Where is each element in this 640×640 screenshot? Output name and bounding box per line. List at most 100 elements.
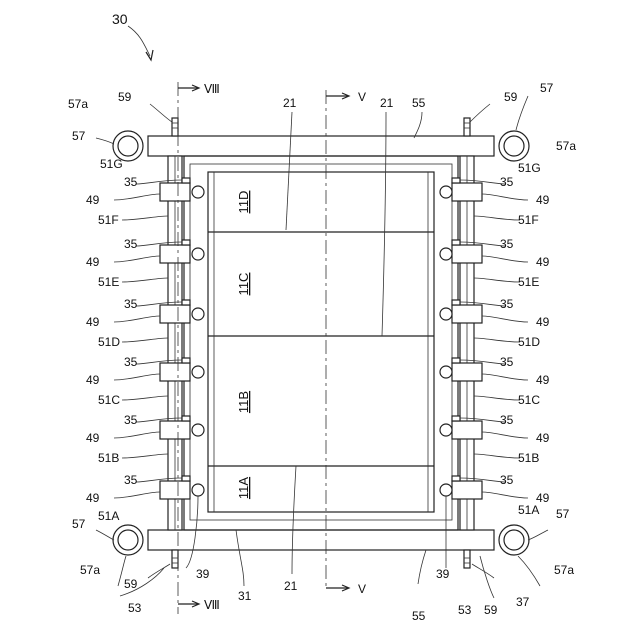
label-37: 37 bbox=[516, 595, 530, 609]
clamp-left-3 bbox=[160, 363, 190, 381]
leader-rod-right-4 bbox=[474, 454, 520, 458]
eye-bolt-bottom-left bbox=[113, 525, 143, 555]
label-59-bottom-right: 59 bbox=[484, 603, 498, 617]
leader-49-right-1 bbox=[482, 256, 528, 262]
label-rod-right-3: 51C bbox=[518, 393, 540, 407]
clamp-right-4 bbox=[452, 421, 482, 439]
stud-bottom-right bbox=[464, 550, 470, 568]
section-label-v-top: V bbox=[358, 90, 366, 104]
clamp-right-2 bbox=[452, 305, 482, 323]
leader-lines bbox=[96, 96, 548, 598]
label-35-right-1: 35 bbox=[500, 237, 514, 251]
label-51A-left: 51A bbox=[98, 509, 119, 523]
leader-49-left-3 bbox=[114, 374, 160, 380]
clamp-right-1 bbox=[452, 245, 482, 263]
label-35-right-5: 35 bbox=[500, 473, 514, 487]
stud-bottom-left bbox=[172, 550, 178, 568]
label-rod-left-1: 51E bbox=[98, 275, 119, 289]
bolt-left-4 bbox=[182, 416, 190, 421]
section-label-v-bottom: V bbox=[358, 582, 366, 596]
cell-label-11B: 11B bbox=[236, 391, 251, 413]
label-35-left-2: 35 bbox=[124, 297, 138, 311]
label-59-top-left: 59 bbox=[118, 90, 132, 104]
label-35-right-2: 35 bbox=[500, 297, 514, 311]
top-frame-bar bbox=[148, 136, 494, 156]
label-49-left-2: 49 bbox=[86, 315, 100, 329]
label-57-bottom-left: 57 bbox=[72, 517, 86, 531]
clamp-left-5 bbox=[160, 481, 190, 499]
nut-right-2 bbox=[440, 308, 452, 320]
label-49-left-5: 49 bbox=[86, 491, 100, 505]
label-35-left-4: 35 bbox=[124, 413, 138, 427]
label-55-bottom: 55 bbox=[412, 609, 426, 623]
stud-top-left bbox=[172, 118, 178, 136]
nut-right-0 bbox=[440, 186, 452, 198]
label-57a-top-right: 57a bbox=[556, 139, 576, 153]
label-rod-right-1: 51E bbox=[518, 275, 539, 289]
label-rod-right-4: 51B bbox=[518, 451, 539, 465]
section-label-viii-bottom: Ⅷ bbox=[204, 598, 220, 612]
stud-top-right bbox=[464, 118, 470, 136]
nut-right-5 bbox=[440, 484, 452, 496]
figure-arrow bbox=[128, 26, 150, 56]
left-side-rail bbox=[168, 156, 182, 530]
label-49-left-3: 49 bbox=[86, 373, 100, 387]
clamp-right-3 bbox=[452, 363, 482, 381]
cell-label-11D: 11D bbox=[236, 191, 251, 214]
leader-49-right-0 bbox=[482, 194, 528, 200]
bolt-left-0 bbox=[182, 178, 190, 183]
bolt-right-4 bbox=[452, 416, 460, 421]
cell-label-11C: 11C bbox=[236, 273, 251, 296]
label-rod-right-0: 51F bbox=[518, 213, 539, 227]
label-57a-top-left: 57a bbox=[68, 97, 88, 111]
label-21-top-right: 21 bbox=[380, 96, 394, 110]
label-49-right-4: 49 bbox=[536, 431, 550, 445]
label-rod-left-3: 51C bbox=[98, 393, 120, 407]
label-59-top-right: 59 bbox=[504, 90, 518, 104]
label-rod-left-4: 51B bbox=[98, 451, 119, 465]
label-35-right-0: 35 bbox=[500, 175, 514, 189]
label-55-top: 55 bbox=[412, 96, 426, 110]
bolt-left-2 bbox=[182, 300, 190, 305]
label-49-left-1: 49 bbox=[86, 255, 100, 269]
nut-right-1 bbox=[440, 248, 452, 260]
svg-text:11C: 11C bbox=[236, 273, 251, 296]
bolt-left-5 bbox=[182, 476, 190, 481]
label-49-left-4: 49 bbox=[86, 431, 100, 445]
nut-left-5 bbox=[192, 484, 204, 496]
section-line-v bbox=[326, 90, 349, 591]
fastener-rows: 3535494951F51F3535494951E51E3535494951D5… bbox=[86, 175, 550, 505]
leader-49-left-5 bbox=[114, 492, 160, 498]
svg-text:11B: 11B bbox=[236, 391, 251, 413]
label-35-right-3: 35 bbox=[500, 355, 514, 369]
right-side-rail bbox=[460, 156, 474, 530]
leader-49-right-2 bbox=[482, 316, 528, 322]
bolt-left-3 bbox=[182, 358, 190, 363]
leader-rod-right-0 bbox=[474, 216, 520, 220]
bolt-right-0 bbox=[452, 178, 460, 183]
bolt-right-3 bbox=[452, 358, 460, 363]
label-39-bottom-right: 39 bbox=[436, 567, 450, 581]
label-57-top-right: 57 bbox=[540, 81, 554, 95]
cell-label-11A: 11A bbox=[236, 477, 251, 499]
clamp-right-0 bbox=[452, 183, 482, 201]
svg-text:11A: 11A bbox=[236, 477, 251, 499]
nut-left-4 bbox=[192, 424, 204, 436]
nut-left-0 bbox=[192, 186, 204, 198]
bolt-left-1 bbox=[182, 240, 190, 245]
nut-right-4 bbox=[440, 424, 452, 436]
bottom-frame-bar bbox=[148, 530, 494, 550]
label-51A-right: 51A bbox=[518, 503, 539, 517]
label-49-right-3: 49 bbox=[536, 373, 550, 387]
cell-stack bbox=[208, 172, 434, 512]
label-49-right-1: 49 bbox=[536, 255, 550, 269]
leader-49-left-2 bbox=[114, 316, 160, 322]
label-31: 31 bbox=[238, 589, 252, 603]
bolt-right-5 bbox=[452, 476, 460, 481]
eye-bolt-top-right bbox=[499, 131, 529, 161]
clamp-left-0 bbox=[160, 183, 190, 201]
nut-left-1 bbox=[192, 248, 204, 260]
leader-rod-right-1 bbox=[474, 278, 520, 282]
label-59-bottom-left: 59 bbox=[124, 577, 138, 591]
label-21-bottom: 21 bbox=[284, 579, 298, 593]
